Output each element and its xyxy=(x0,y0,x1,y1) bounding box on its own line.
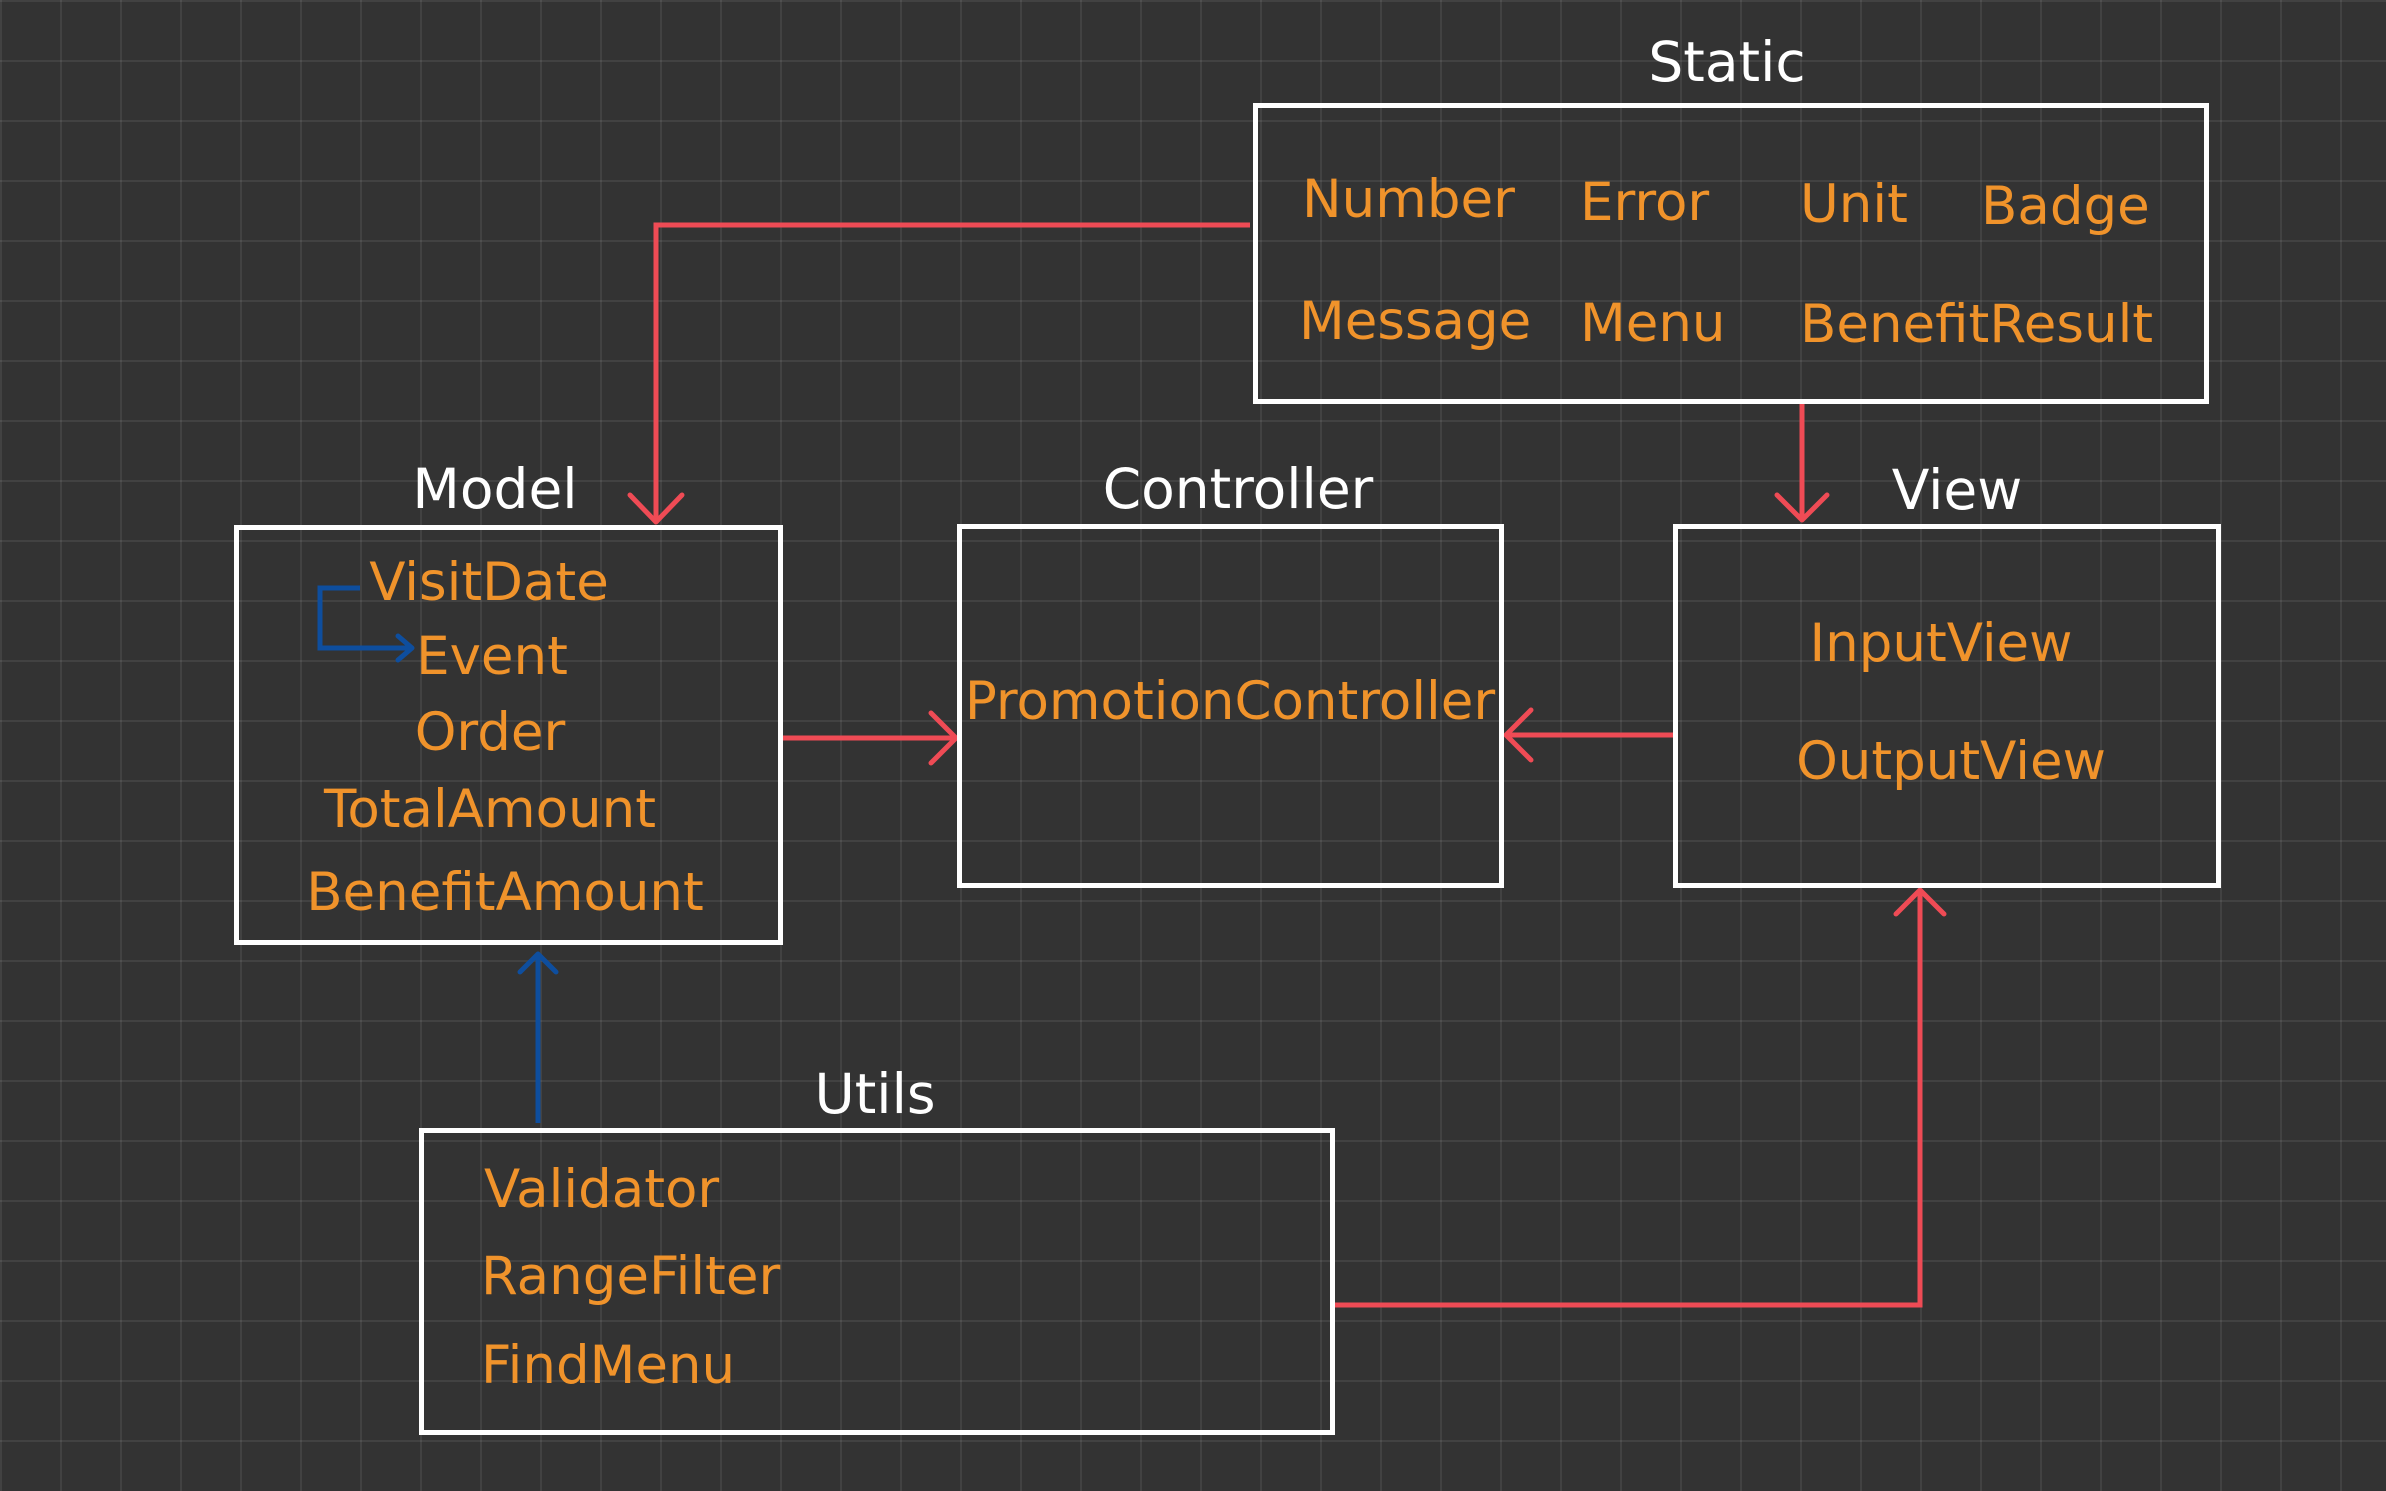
static-item-menu: Menu xyxy=(1580,293,1726,354)
controller-item-promotioncontroller: PromotionController xyxy=(964,671,1496,732)
arrowhead-view-to-controller xyxy=(1503,707,1534,763)
controller-title: Controller xyxy=(1102,457,1374,521)
static-item-number: Number xyxy=(1302,169,1515,230)
view-title: View xyxy=(1891,458,2023,522)
arrow-utils-to-view xyxy=(1333,892,1923,1308)
model-item-event: Event xyxy=(416,626,568,687)
arrowhead-utils-to-model xyxy=(517,951,559,975)
arrowhead-model-to-controller xyxy=(928,710,959,766)
model-item-benefitamount: BenefitAmount xyxy=(306,862,704,923)
model-item-visitdate: VisitDate xyxy=(369,552,609,613)
arrowhead-static-to-view xyxy=(1774,492,1830,523)
static-title: Static xyxy=(1648,30,1806,94)
view-box xyxy=(1673,524,2221,888)
controller-box xyxy=(957,524,1504,888)
arrowhead-utils-to-view xyxy=(1893,887,1947,917)
static-item-error: Error xyxy=(1580,172,1710,233)
arrowhead-static-to-model xyxy=(627,492,685,525)
utils-title: Utils xyxy=(814,1062,936,1126)
static-box xyxy=(1253,103,2209,404)
arrow-static-to-model xyxy=(653,222,1250,520)
static-item-unit: Unit xyxy=(1800,174,1908,235)
static-item-message: Message xyxy=(1299,291,1532,352)
static-item-badge: Badge xyxy=(1981,176,2150,237)
model-item-order: Order xyxy=(414,702,566,763)
model-box xyxy=(234,525,783,945)
utils-item-validator: Validator xyxy=(484,1159,720,1220)
model-title: Model xyxy=(412,457,578,521)
view-item-inputview: InputView xyxy=(1809,613,2073,674)
static-item-benefitresult: BenefitResult xyxy=(1800,294,2154,355)
view-item-outputview: OutputView xyxy=(1796,731,2106,792)
utils-item-rangefilter: RangeFilter xyxy=(481,1246,781,1307)
utils-box xyxy=(419,1128,1335,1435)
model-item-totalamount: TotalAmount xyxy=(323,779,657,840)
arrowhead-visitdate-to-event xyxy=(395,633,415,663)
arrow-visitdate-to-event xyxy=(317,585,412,651)
utils-item-findmenu: FindMenu xyxy=(481,1335,736,1396)
